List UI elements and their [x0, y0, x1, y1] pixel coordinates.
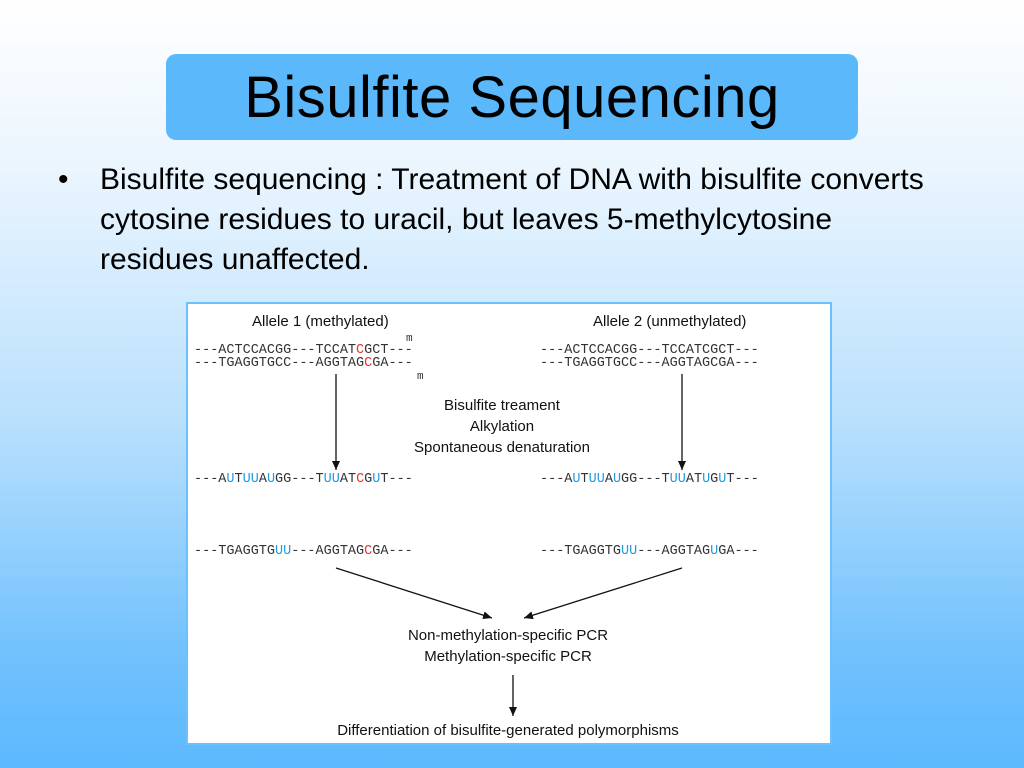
allele1-converted-top: ---AUTUUAUGG---TUUATCGUT---: [194, 472, 413, 487]
methyl-mark-top: m: [406, 333, 413, 345]
uracil-base: U: [372, 472, 380, 487]
treatment-step-3: Spontaneous denaturation: [414, 439, 590, 456]
treatment-step-2: Alkylation: [470, 418, 534, 435]
allele2-heading: Allele 2 (unmethylated): [593, 313, 746, 330]
allele1-converted-bottom: ---TGAGGTGUU---AGGTAGCGA---: [194, 544, 413, 559]
figure-canvas: Allele 1 (methylated) Allele 2 (unmethyl…: [194, 313, 759, 739]
sequence-segment: ---AGGTAG: [291, 544, 364, 559]
sequence-segment: AT: [340, 472, 356, 487]
uracil-base: UU: [589, 472, 605, 487]
sequence-segment: ---TGAGGTG: [540, 544, 621, 559]
sequence-segment: GA---: [372, 356, 413, 371]
treatment-step-1: Bisulfite treament: [444, 397, 561, 414]
methylated-cytosine: C: [364, 544, 372, 559]
sequence-segment: GCT---: [364, 343, 413, 358]
sequence-segment: AT: [686, 472, 702, 487]
sequence-segment: G: [710, 472, 718, 487]
allele1-heading: Allele 1 (methylated): [252, 313, 389, 330]
sequence-segment: A: [259, 472, 268, 487]
allele2-bottom-strand: ---TGAGGTGCC---AGGTAGCGA---: [540, 356, 759, 371]
uracil-base: UU: [621, 544, 637, 559]
uracil-base: UU: [275, 544, 291, 559]
sequence-segment: ---TGAGGTG: [194, 544, 275, 559]
bullet-text: Bisulfite sequencing : Treatment of DNA …: [100, 163, 924, 276]
methylated-cytosine: C: [364, 356, 372, 371]
pcr-method-2: Methylation-specific PCR: [424, 648, 592, 665]
final-step-label: Differentiation of bisulfite-generated p…: [337, 722, 679, 739]
uracil-base: U: [710, 544, 718, 559]
sequence-segment: GA---: [372, 544, 413, 559]
uracil-base: UU: [243, 472, 259, 487]
sequence-segment: ---AGGTAG: [637, 544, 710, 559]
sequence-segment: ---A: [194, 472, 227, 487]
arrow-allele1-to-pcr: [335, 567, 493, 620]
uracil-base: UU: [670, 472, 686, 487]
allele1-bottom-strand: ---TGAGGTGCC---AGGTAGCGA---: [194, 356, 413, 371]
uracil-base: U: [226, 472, 234, 487]
sequence-segment: GG---T: [275, 472, 324, 487]
sequence-segment: T: [581, 472, 589, 487]
sequence-segment: A: [605, 472, 614, 487]
uracil-base: U: [613, 472, 621, 487]
slide-title: Bisulfite Sequencing: [244, 64, 780, 130]
uracil-base: U: [718, 472, 726, 487]
sequence-segment: ---TGAGGTGCC---AGGTAGCGA---: [540, 356, 759, 371]
uracil-base: U: [702, 472, 710, 487]
sequence-segment: T: [235, 472, 243, 487]
methylated-cytosine: C: [356, 343, 364, 358]
uracil-base: UU: [324, 472, 340, 487]
sequence-segment: ---ACTCCACGG---TCCAT: [194, 343, 356, 358]
sequence-segment: T---: [726, 472, 758, 487]
allele2-top-strand: ---ACTCCACGG---TCCATCGCT---: [540, 343, 759, 358]
sequence-segment: G: [364, 472, 372, 487]
arrow-allele2-to-pcr: [523, 567, 683, 620]
uracil-base: U: [267, 472, 275, 487]
title-box: Bisulfite Sequencing: [166, 54, 858, 140]
allele1-top-strand: ---ACTCCACGG---TCCATCGCT---: [194, 343, 413, 358]
sequence-segment: GA---: [718, 544, 759, 559]
uracil-base: U: [572, 472, 580, 487]
sequence-segment: ---ACTCCACGG---TCCATCGCT---: [540, 343, 759, 358]
pcr-method-1: Non-methylation-specific PCR: [408, 627, 608, 644]
methyl-mark-bottom: m: [417, 371, 424, 383]
sequence-segment: T---: [380, 472, 412, 487]
sequence-segment: ---TGAGGTGCC---AGGTAG: [194, 356, 364, 371]
sequence-segment: GG---T: [621, 472, 670, 487]
allele2-converted-bottom: ---TGAGGTGUU---AGGTAGUGA---: [540, 544, 759, 559]
methylated-cytosine: C: [356, 472, 364, 487]
sequence-segment: ---A: [540, 472, 573, 487]
bisulfite-figure: Allele 1 (methylated) Allele 2 (unmethyl…: [186, 302, 832, 745]
allele2-converted-top: ---AUTUUAUGG---TUUATUGUT---: [540, 472, 759, 487]
bullet-dot: •: [58, 163, 69, 196]
